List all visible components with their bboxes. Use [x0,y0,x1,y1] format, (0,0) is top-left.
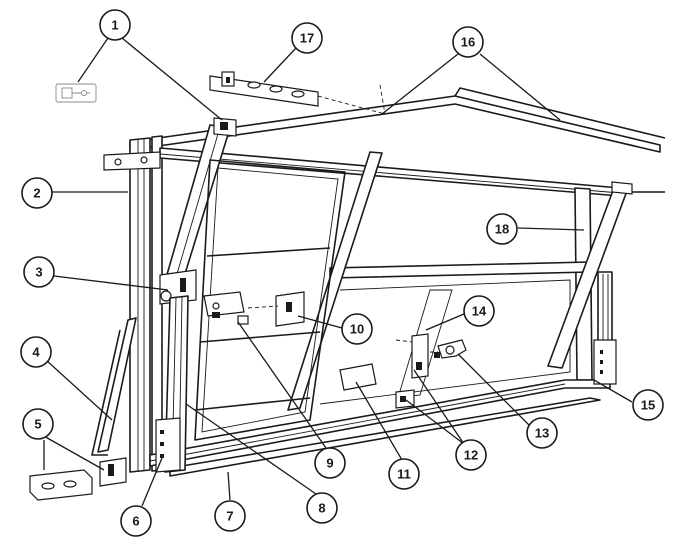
callout-5: 5 [22,408,54,440]
callout-7-label: 7 [226,509,233,524]
callout-12: 12 [455,439,487,471]
lock-plate-icon [275,291,305,327]
middle-rail [329,261,591,279]
callout-16-label: 16 [461,35,475,50]
wall-bracket-icon [103,151,161,171]
callout-13-label: 13 [535,426,549,441]
top-rail-back [454,87,666,139]
channel-bracket-icon [209,71,319,107]
left-jamb [129,137,151,473]
callout-13: 13 [526,417,558,449]
floor-bracket-icon [99,457,127,487]
door-header [159,147,621,197]
lower-catch-icon [395,389,415,409]
callout-11: 11 [388,458,420,490]
callout-15-label: 15 [641,398,655,413]
callout-17-label: 17 [300,31,314,46]
lock-pin-icon [237,315,249,325]
callout-5-label: 5 [34,417,41,432]
latch-icon [434,339,467,359]
top-pivot-bracket [213,117,237,137]
callout-3-label: 3 [35,265,42,280]
floor-bracket-detail-icon [29,469,93,501]
callout-2-label: 2 [33,186,40,201]
callout-4: 4 [20,336,52,368]
panel-left-frame [194,159,346,441]
callout-18-label: 18 [495,222,509,237]
lower-left-strut [97,317,137,453]
bottom-rail [149,379,611,467]
callout-9: 9 [314,447,346,479]
leader-lines [41,37,633,507]
right-spring-cylinder [593,271,617,385]
callout-2: 2 [21,177,53,209]
callout-6: 6 [120,505,152,537]
callout-1-label: 1 [111,18,118,33]
bracket-detail-icon [55,83,97,103]
callout-15: 15 [632,389,664,421]
callout-10: 10 [341,313,373,345]
door-frame [91,87,666,477]
centre-brace [287,151,383,411]
callout-11-label: 11 [397,467,411,482]
callout-14: 14 [463,295,495,327]
handle-plate-icon [339,363,377,391]
floor-rail [169,397,601,477]
lock-bracket-icon [203,291,245,318]
handle-bracket-icon [411,333,429,379]
callout-3: 3 [23,256,55,288]
callout-1: 1 [99,9,131,41]
callout-4-label: 4 [32,345,40,360]
callout-9-label: 9 [326,456,333,471]
callout-10-label: 10 [350,322,364,337]
callout-7: 7 [214,500,246,532]
callout-16: 16 [452,26,484,58]
callout-12-label: 12 [464,448,478,463]
callout-17: 17 [291,22,323,54]
callout-18: 18 [486,213,518,245]
callout-14-label: 14 [472,304,487,319]
callout-8-label: 8 [318,501,325,516]
callout-6-label: 6 [132,514,139,529]
callout-8: 8 [306,492,338,524]
